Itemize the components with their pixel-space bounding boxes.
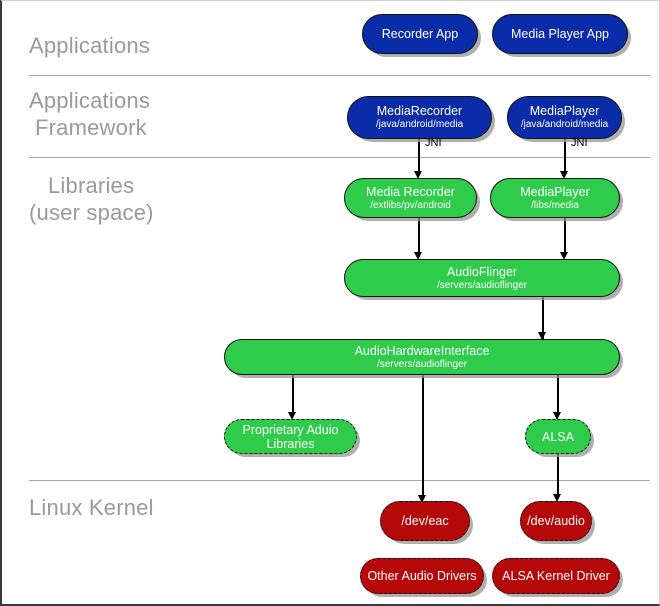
node-proprietary-audio-libraries[interactable]: Proprietary Aduio Libraries [224,419,357,454]
node-dev-audio[interactable]: /dev/audio [520,501,592,541]
arrowhead-mediaplayer-lib [560,171,568,179]
node-audioflinger-path: /servers/audioflinger [436,279,528,291]
arrowhead-audioflinger-right [560,252,568,260]
node-media-player-app-title: Media Player App [511,27,609,41]
separator-linux-kernel [29,480,650,481]
node-audioflinger-title: AudioFlinger [446,264,518,279]
node-audioflinger[interactable]: AudioFlinger /servers/audioflinger [344,259,620,297]
connector-audioflinger-to-audiohardwareinterface [542,297,544,339]
node-mediaplayer-framework[interactable]: MediaPlayer /java/android/media [507,96,622,139]
edge-label-jni-player: JNI [571,137,588,149]
node-media-recorder-lib-path: /extlibs/pv/android [370,199,451,211]
node-mediaplayer-framework-path: /java/android/media [520,119,609,130]
layer-label-applications: Applications [29,33,151,58]
arrowhead-audioflinger-left [414,252,422,260]
node-audiohardwareinterface-path: /servers/audioflinger [376,358,468,370]
node-mediarecorder-framework[interactable]: MediaRecorder /java/android/media [347,96,492,139]
node-mediarecorder-framework-title: MediaRecorder [376,104,463,118]
node-recorder-app-title: Recorder App [381,27,459,41]
arrowhead-proprietary-libraries [288,412,296,420]
layer-label-linux-kernel: Linux Kernel [29,495,154,520]
node-alsa-kernel-driver[interactable]: ALSA Kernel Driver [492,558,620,594]
arrowhead-dev-eac [418,495,426,503]
arrowhead-media-recorder-lib [414,171,422,179]
node-mediaplayer-framework-title: MediaPlayer [529,104,600,118]
connector-audiohardwareinterface-to-dev-eac [422,375,424,499]
connector-mediaplayer-to-mediaplayer-lib [564,139,566,175]
node-other-audio-drivers[interactable]: Other Audio Drivers [360,558,484,594]
connector-audiohardwareinterface-to-proprietary-libraries [292,375,294,415]
node-mediaplayer-lib[interactable]: MediaPlayer /libs/media [490,178,620,218]
layer-label-applications-framework-line1: Applications [29,88,151,113]
node-media-player-app[interactable]: Media Player App [492,14,628,54]
node-mediaplayer-lib-title: MediaPlayer [520,184,590,199]
edge-label-jni-recorder: JNI [425,137,442,149]
connector-media-recorder-lib-to-audioflinger [418,218,420,256]
node-other-audio-drivers-title: Other Audio Drivers [367,569,477,583]
node-alsa[interactable]: ALSA [525,419,591,454]
node-audiohardwareinterface-title: AudioHardwareInterface [354,343,490,358]
layer-label-libraries-line1: Libraries [48,173,135,198]
node-dev-eac[interactable]: /dev/eac [380,501,470,541]
connector-audiohardwareinterface-to-alsa [557,375,559,415]
arrowhead-audiohardwareinterface [538,332,546,340]
connector-mediaplayer-lib-to-audioflinger [564,218,566,256]
connector-alsa-to-dev-audio [557,454,559,498]
separator-applications [29,75,650,76]
node-mediaplayer-lib-path: /libs/media [531,199,579,211]
node-media-recorder-lib[interactable]: Media Recorder /extlibs/pv/android [344,178,477,218]
node-mediarecorder-framework-path: /java/android/media [375,119,464,130]
node-audiohardwareinterface[interactable]: AudioHardwareInterface /servers/audiofli… [224,339,620,375]
separator-framework [29,157,650,158]
node-dev-eac-title: /dev/eac [401,514,449,528]
layer-label-libraries-line2: (user space) [29,200,154,225]
node-media-recorder-lib-title: Media Recorder [366,184,455,199]
connector-mediarecorder-to-media-recorder-lib [418,139,420,175]
arrowhead-dev-audio [553,494,561,502]
node-recorder-app[interactable]: Recorder App [362,14,478,54]
node-alsa-kernel-driver-title: ALSA Kernel Driver [502,569,610,583]
layer-label-applications-framework-line2: Framework [35,115,147,140]
node-proprietary-audio-libraries-title-line2: Libraries [266,436,315,451]
node-alsa-title: ALSA [542,429,574,444]
node-dev-audio-title: /dev/audio [527,514,585,528]
node-proprietary-audio-libraries-title-line1: Proprietary Aduio [242,422,339,437]
arrowhead-alsa [553,412,561,420]
